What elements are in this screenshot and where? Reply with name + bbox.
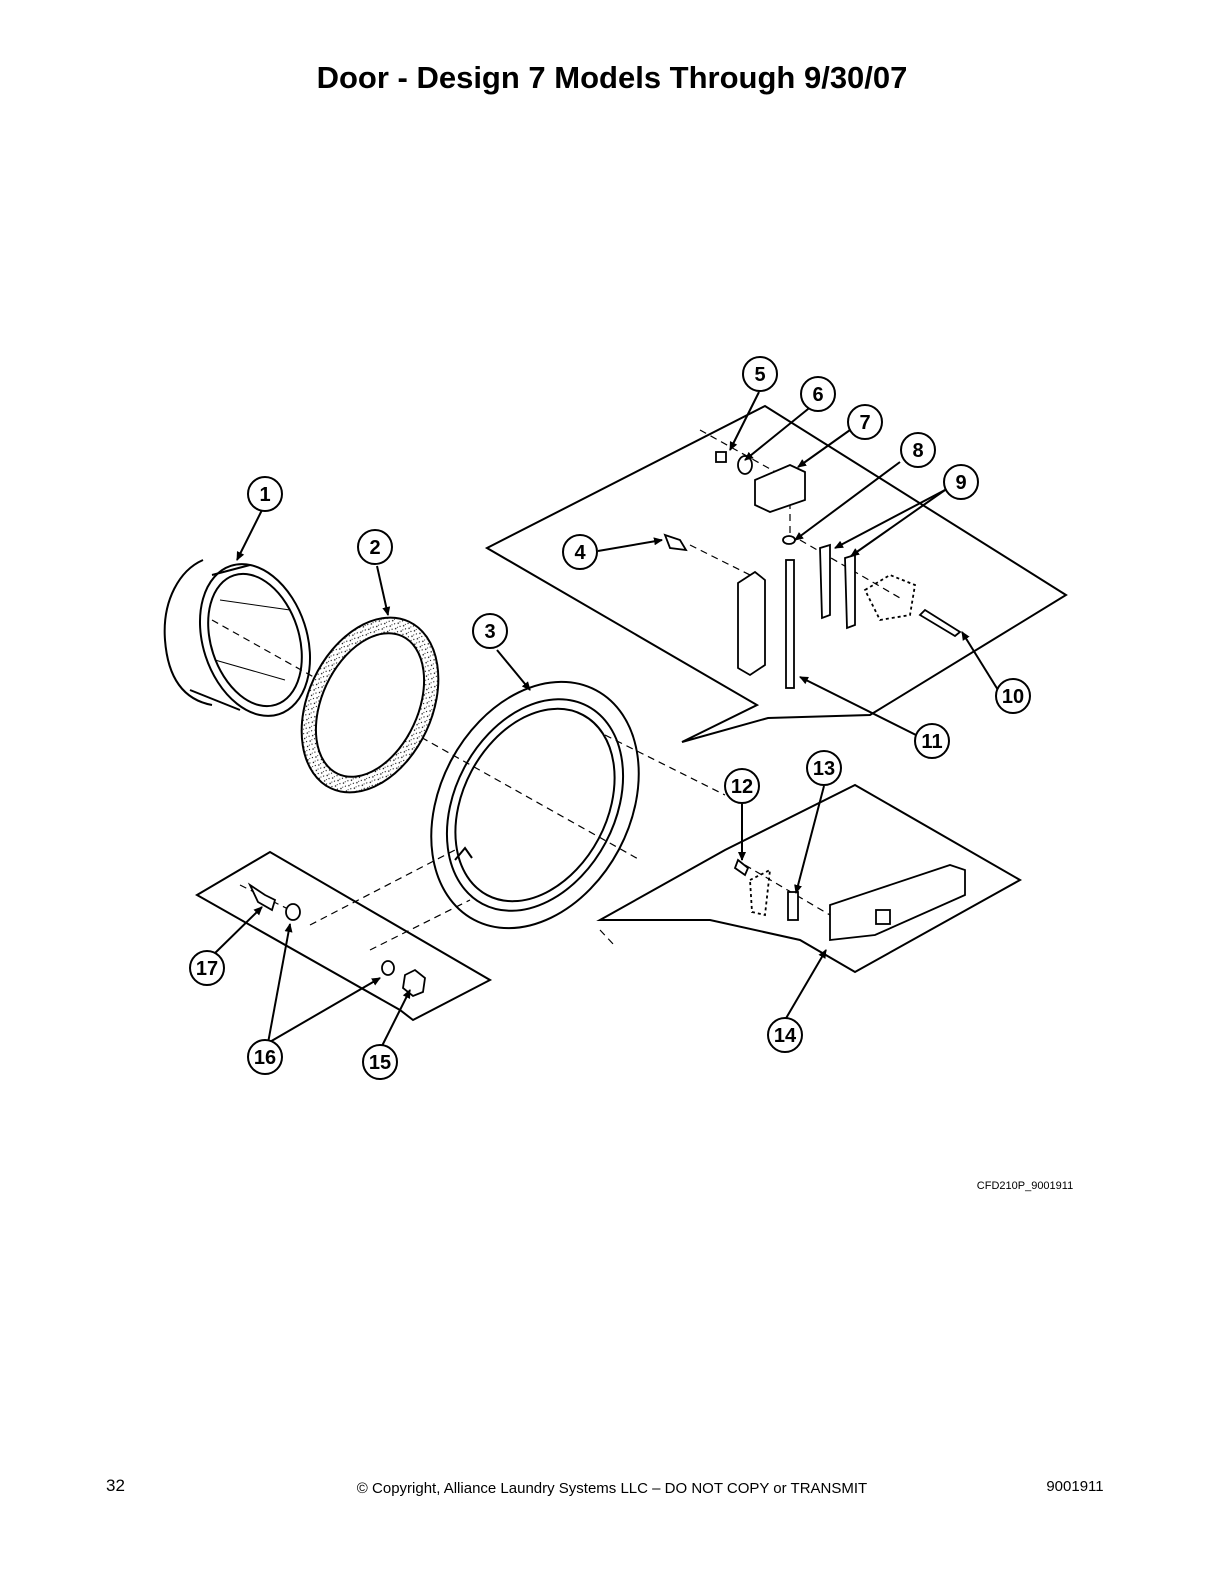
callout-label-10: 10 xyxy=(1002,686,1024,708)
part-9-plate-a xyxy=(819,543,831,620)
part-17-stud xyxy=(247,882,277,912)
page-number: 32 xyxy=(106,1476,125,1495)
part-6-washer xyxy=(737,455,753,475)
callout-circle-12 xyxy=(724,768,760,804)
callout-label-9: 9 xyxy=(955,472,966,494)
callout-label-8: 8 xyxy=(912,440,923,462)
part-8-washer xyxy=(782,535,796,545)
part-9-plate-b xyxy=(844,553,856,630)
callout-label-5: 5 xyxy=(754,364,765,386)
callout-circle-9 xyxy=(943,464,979,500)
callout-circle-17 xyxy=(189,950,225,986)
part-16-washer-b xyxy=(381,960,395,976)
callout-circle-11 xyxy=(914,723,950,759)
callout-label-17: 17 xyxy=(196,958,218,980)
callout-circle-1 xyxy=(247,476,283,512)
callout-label-3: 3 xyxy=(484,621,495,643)
part-10-screw xyxy=(918,608,962,638)
part-11-hinge-pin xyxy=(785,559,795,689)
latch-detail-panel xyxy=(596,783,1023,974)
part-4-screw xyxy=(663,533,688,552)
callout-circle-6 xyxy=(800,376,836,412)
callout-circle-7 xyxy=(847,404,883,440)
callout-circle-5 xyxy=(742,356,778,392)
callout-label-12: 12 xyxy=(731,776,753,798)
part-16-washer-a xyxy=(285,903,301,921)
assembly-lines xyxy=(211,429,901,951)
callout-circle-4 xyxy=(562,534,598,570)
part-3-door-ring xyxy=(430,680,640,930)
callout-label-13: 13 xyxy=(813,758,835,780)
callout-numbers: 1 2 3 4 5 6 7 8 9 10 11 12 13 14 15 16 1… xyxy=(196,364,1024,1074)
leader-lines xyxy=(211,391,999,1047)
hinge-hardware xyxy=(663,451,962,689)
part-1-door-glass xyxy=(163,559,312,717)
callout-label-7: 7 xyxy=(859,412,870,434)
callout-label-15: 15 xyxy=(369,1052,391,1074)
part-15-nut xyxy=(402,968,426,998)
callout-label-4: 4 xyxy=(574,542,586,564)
hardware-detail-panel xyxy=(195,850,493,1022)
callout-label-14: 14 xyxy=(774,1025,797,1047)
callout-circle-14 xyxy=(767,1017,803,1053)
document-number: 9001911 xyxy=(1046,1478,1104,1495)
callout-circle-8 xyxy=(900,432,936,468)
part-13-strike xyxy=(787,891,799,921)
part-7-hinge-block xyxy=(754,464,806,513)
part-2-gasket xyxy=(300,616,440,794)
callout-circle-2 xyxy=(357,529,393,565)
callout-circle-16 xyxy=(247,1039,283,1075)
latch-shim xyxy=(749,868,772,917)
figure-id: CFD210P_9001911 xyxy=(976,1180,1074,1192)
latch-hardware xyxy=(733,858,966,942)
callout-label-6: 6 xyxy=(812,384,823,406)
hinge-shim xyxy=(863,573,917,621)
part-5-nut xyxy=(715,451,727,463)
callout-circle-3 xyxy=(472,613,508,649)
callout-label-11: 11 xyxy=(921,731,942,753)
part-12-screw xyxy=(733,858,750,877)
callout-circle-13 xyxy=(806,750,842,786)
hinge-bracket xyxy=(737,570,766,677)
callout-circle-10 xyxy=(995,678,1031,714)
callout-label-1: 1 xyxy=(259,484,270,506)
callout-label-2: 2 xyxy=(369,537,380,559)
copyright-notice: © Copyright, Alliance Laundry Systems LL… xyxy=(356,1480,868,1497)
page-title: Door - Design 7 Models Through 9/30/07 xyxy=(316,60,908,95)
hinge-detail-panel xyxy=(484,404,1068,743)
callout-label-16: 16 xyxy=(254,1047,276,1069)
part-14-handle xyxy=(829,864,966,942)
callout-circles xyxy=(189,356,1031,1080)
callout-circle-15 xyxy=(362,1044,398,1080)
